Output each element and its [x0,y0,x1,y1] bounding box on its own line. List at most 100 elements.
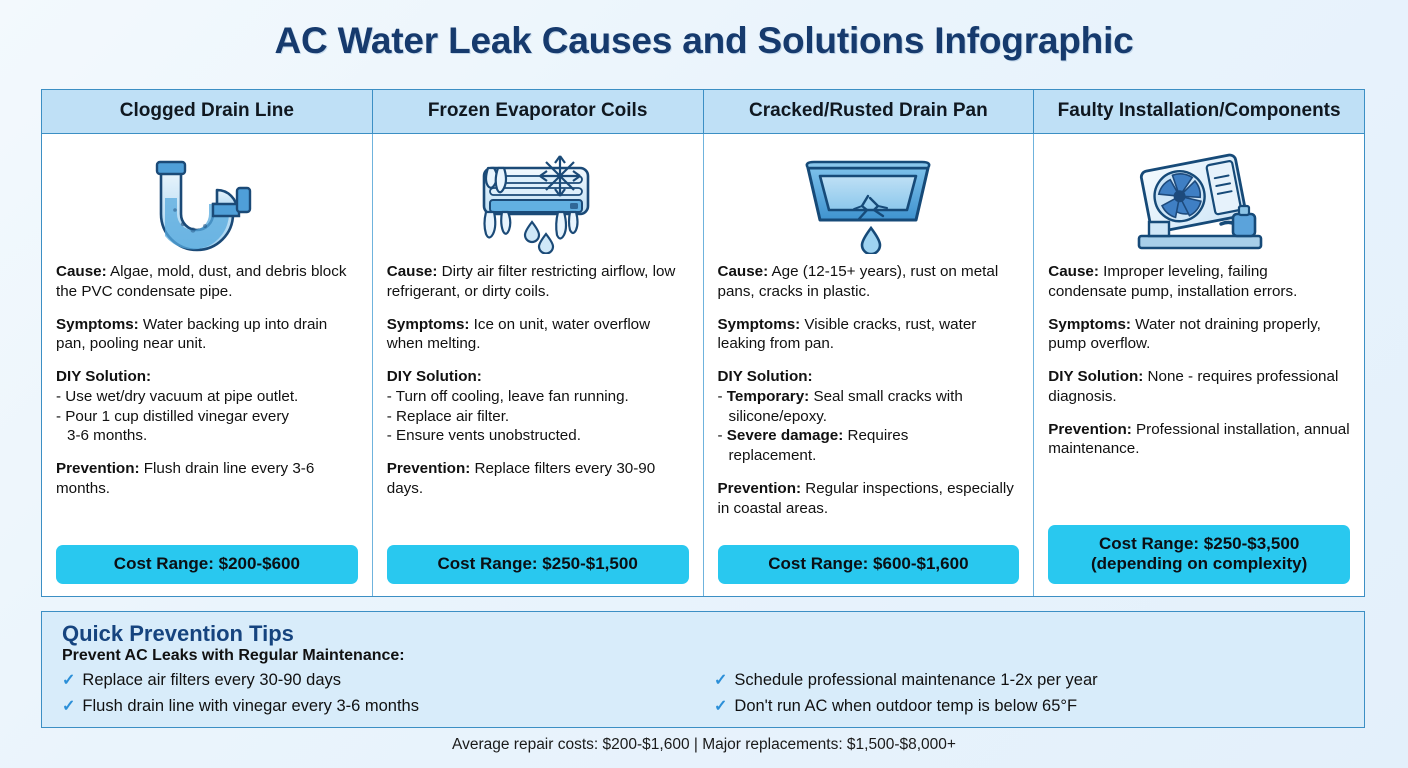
diy-item-0-1: - Pour 1 cup distilled vinegar every [56,407,289,425]
cost-text-1: Cost Range: $250-$1,500 [437,554,638,574]
table-header-row: Clogged Drain Line Frozen Evaporator Coi… [42,90,1364,134]
tip-item: ✓ Schedule professional maintenance 1-2x… [714,668,1346,694]
symptoms-text-3: Water not draining properly, pump overfl… [1048,315,1321,353]
tip-item: ✓ Flush drain line with vinegar every 3-… [62,694,694,720]
cause-label-2: Cause: [717,263,769,280]
cost-text-0: Cost Range: $200-$600 [113,554,300,574]
column-frozen-evaporator-coils: Cause: Dirty air filter restricting airf… [373,134,704,597]
spacer [56,512,358,538]
diy-item-1-0: - Turn off cooling, leave fan running. [386,387,629,405]
cause-text-3: Improper leveling, failing condensate pu… [1048,263,1298,300]
spacer [1048,472,1350,517]
check-icon: ✓ [714,697,728,715]
cause-label-0: Cause: [56,263,107,280]
prevention-text-1: Replace filters every 30-90 days. [386,460,656,497]
prevention-label-1: Prevention: [386,460,471,477]
diy-item-2-1: silicone/epoxy. [728,407,828,425]
diy-rest-2-2: Requires [843,427,909,445]
diy-item-1-2: - Ensure vents unobstructed. [386,427,581,445]
tips-columns: ✓ Replace air filters every 30-90 days ✓… [62,668,1346,720]
diy-block-3: DIY Solution: None - requires profession… [1048,367,1350,407]
column-cracked-rusted-drain-pan: Cause: Age (12-15+ years), rust on metal… [704,134,1035,597]
prevention-block-2: Prevention: Regular inspections, especia… [718,479,1020,519]
cost-badge-1: Cost Range: $250-$1,500 [386,545,689,585]
diy-item-0-2: 3-6 months. [67,427,148,445]
tips-title: Quick Prevention Tips [62,621,294,646]
symptoms-label-1: Symptoms: [386,315,470,333]
cause-block-3: Cause: Improper leveling, failing conden… [1048,262,1350,302]
check-icon: ✓ [62,672,76,690]
symptoms-text-0: Water backing up into drain pan, pooling… [56,315,328,353]
quick-prevention-tips-box: Quick Prevention Tips Prevent AC Leaks w… [41,611,1365,728]
frozen-coil-snowflake-icon [387,146,689,258]
diy-item-2-0: - Temporary: Seal small cracks with [718,387,1020,407]
symptoms-block-3: Symptoms: Water not draining properly, p… [1048,315,1350,355]
column-header-2: Cracked/Rusted Drain Pan [704,90,1035,133]
tip-text: Don't run AC when outdoor temp is below … [734,696,1078,715]
cause-text-0: Algae, mold, dust, and debris block the … [56,263,347,300]
footer-note: Average repair costs: $200-$1,600 | Majo… [452,736,956,753]
column-header-1: Frozen Evaporator Coils [373,90,704,133]
prevention-text-0: Flush drain line every 3-6 months. [56,460,315,497]
diy-block-0: DIY Solution: - Use wet/dry vacuum at pi… [56,367,358,446]
cause-block-1: Cause: Dirty air filter restricting airf… [387,262,689,302]
tips-subtitle: Prevent AC Leaks with Regular Maintenanc… [62,647,405,665]
prevention-block-3: Prevention: Professional installation, a… [1048,420,1350,460]
cost-text-3-line2: (depending on complexity) [1090,554,1308,574]
cause-text-1: Dirty air filter restricting airflow, lo… [386,263,676,300]
diy-dash-2-2: - [717,427,727,445]
prevention-text-2: Regular inspections, especially in coast… [717,479,1014,517]
diy-item-2-3: replacement. [728,447,817,464]
tip-text: Replace air filters every 30-90 days [82,671,342,690]
cost-badge-3: Cost Range: $250-$3,500 (depending on co… [1048,525,1350,585]
check-icon: ✓ [62,697,76,715]
tip-item: ✓ Don't run AC when outdoor temp is belo… [714,694,1346,720]
cause-label-3: Cause: [1048,263,1099,280]
drain-pipe-p-trap-icon [56,146,358,258]
cause-block-0: Cause: Algae, mold, dust, and debris blo… [56,262,358,302]
cost-text-3: Cost Range: $250-$3,500 [1098,534,1300,554]
tip-text: Flush drain line with vinegar every 3-6 … [82,696,419,715]
prevention-label-3: Prevention: [1048,420,1132,438]
diy-label-2: DIY Solution: [717,368,813,385]
symptoms-block-1: Symptoms: Ice on unit, water overflow wh… [387,315,689,355]
diy-rest-2-0: Seal small cracks with [809,387,963,405]
cause-text-2: Age (12-15+ years), rust on metal pans, … [717,263,999,300]
symptoms-label-0: Symptoms: [56,315,139,333]
cost-badge-2: Cost Range: $600-$1,600 [717,545,1020,585]
table-body-row: Cause: Algae, mold, dust, and debris blo… [42,134,1364,597]
diy-block-1: DIY Solution: - Turn off cooling, leave … [387,367,689,446]
diy-bold-2-0: Temporary: [726,387,810,405]
diy-label-1: DIY Solution: [386,368,482,385]
column-header-3: Faulty Installation/Components [1057,100,1341,121]
tips-column-left: ✓ Replace air filters every 30-90 days ✓… [62,668,694,720]
page-title: AC Water Leak Causes and Solutions Infog… [274,20,1134,61]
prevention-block-1: Prevention: Replace filters every 30-90 … [387,459,689,499]
diy-inline-3: None - requires professional diagnosis. [1048,368,1339,405]
symptoms-label-3: Symptoms: [1048,315,1131,333]
diy-dash-2-0: - [717,387,727,405]
diy-bold-2-2: Severe damage: [726,427,844,445]
diy-item-2-2: - Severe damage: Requires [718,426,1020,446]
prevention-block-0: Prevention: Flush drain line every 3-6 m… [56,459,358,499]
cost-badge-0: Cost Range: $200-$600 [56,545,358,585]
prevention-text-3: Professional installation, annual mainte… [1048,420,1350,458]
tip-item: ✓ Replace air filters every 30-90 days [62,668,694,694]
spacer [718,531,1020,537]
diy-label-3: DIY Solution: [1048,368,1144,385]
spacer [387,512,689,538]
cause-label-1: Cause: [386,263,438,280]
symptoms-text-2: Visible cracks, rust, water leaking from… [717,315,977,353]
symptoms-block-0: Symptoms: Water backing up into drain pa… [56,315,358,355]
diy-item-1-1: - Replace air filter. [386,407,510,425]
cost-text-2: Cost Range: $600-$1,600 [768,554,969,574]
symptoms-text-1: Ice on unit, water overflow when melting… [386,315,651,353]
symptoms-block-2: Symptoms: Visible cracks, rust, water le… [718,315,1020,355]
prevention-label-0: Prevention: [56,460,140,477]
check-icon: ✓ [714,672,728,690]
cause-block-2: Cause: Age (12-15+ years), rust on metal… [718,262,1020,302]
causes-table: Clogged Drain Line Frozen Evaporator Coi… [41,89,1365,598]
column-clogged-drain-line: Cause: Algae, mold, dust, and debris blo… [42,134,373,597]
column-header-0: Clogged Drain Line [42,90,373,133]
